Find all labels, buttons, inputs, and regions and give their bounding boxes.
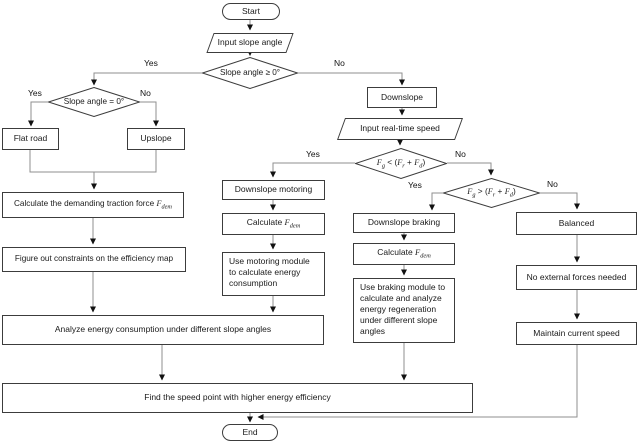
diamond-shape (202, 57, 298, 89)
edge-maintain-to-end (257, 345, 578, 420)
formula-subscript: r (492, 191, 496, 199)
input-slope-angle-io: Input slope angle (206, 33, 294, 53)
input-realtime-speed-io: Input real-time speed (336, 118, 464, 140)
formula-operator: + (495, 186, 505, 197)
formula-subscript: dem (289, 222, 301, 230)
edge-decision1-yes (91, 72, 202, 86)
formula-operator: > ( (475, 186, 488, 197)
downslope-label: Downslope (380, 91, 424, 102)
process-maintain-speed: Maintain current speed (516, 322, 637, 345)
diamond-shape (355, 148, 447, 179)
calc-fdem-motoring-label: Calculate Fdem (247, 217, 301, 231)
formula-subscript: d (509, 191, 513, 199)
decision-slope-angle-eq-0: Slope angle = 0° (48, 87, 140, 117)
edge-label-decision3-yes: Yes (306, 149, 320, 159)
process-calc-fdem-braking: Calculate Fdem (353, 243, 455, 265)
edge-decision3-yes (270, 162, 355, 178)
formula-symbol: F (487, 187, 493, 197)
edge-decision1-no (298, 72, 405, 86)
decision2-label: Slope angle = 0° (63, 96, 125, 106)
decision4-formula: Fg > (Fr + Fd) (467, 186, 515, 200)
decision3-formula: Fg < (Fr + Fd) (377, 157, 425, 171)
upslope-label: Upslope (140, 133, 172, 144)
calc-traction-text: Calculate the demanding traction force (14, 198, 157, 208)
process-figure-constraints: Figure out constraints on the efficiency… (2, 247, 186, 272)
process-calc-traction-force: Calculate the demanding traction force F… (2, 192, 184, 218)
formula-operator: < ( (385, 156, 398, 167)
diamond-shape (443, 178, 540, 208)
edge-decision3-no (447, 162, 494, 176)
decision-fg-gt-fr-fd: Fg > (Fr + Fd) (443, 178, 540, 208)
process-analyze-energy: Analyze energy consumption under differe… (2, 315, 324, 345)
analyze-energy-label: Analyze energy consumption under differe… (54, 324, 272, 335)
edge-decision4-yes (429, 192, 443, 211)
process-motoring-module: Use motoring module to calculate energy … (222, 252, 325, 296)
flat-road-label: Flat road (13, 133, 48, 144)
formula-symbol: F (397, 157, 403, 167)
decision1-label: Slope angle ≥ 0° (219, 67, 281, 77)
process-upslope: Upslope (127, 128, 185, 150)
formula-subscript: g (472, 191, 476, 199)
end-label: End (242, 426, 258, 437)
calc-fdem-braking-label: Calculate Fdem (377, 247, 431, 261)
motoring-module-label: Use motoring module to calculate energy … (229, 256, 310, 289)
formula-symbol: F (414, 157, 420, 167)
edge-label-decision2-no: No (140, 88, 151, 98)
calc-fdem-text: Calculate (377, 247, 416, 258)
balanced-label: Balanced (558, 217, 595, 228)
braking-module-label: Use braking module to calculate and anal… (360, 282, 446, 337)
process-downslope-braking: Downslope braking (353, 213, 455, 233)
formula-symbol: F (376, 157, 382, 167)
formula-close: ) (422, 156, 426, 167)
process-flat-road: Flat road (2, 128, 59, 150)
input-slope-angle-label: Input slope angle (217, 37, 283, 48)
edge-decision2-yes (28, 101, 48, 127)
edge-label-decision2-yes: Yes (28, 88, 42, 98)
formula-symbol: F (504, 187, 510, 197)
formula-symbol: F (467, 187, 473, 197)
edge-label-decision1-yes: Yes (144, 58, 158, 68)
formula-subscript: dem (161, 203, 172, 211)
edge-decision2-no (140, 101, 159, 127)
maintain-speed-label: Maintain current speed (533, 327, 620, 338)
edge-label-decision4-yes: Yes (408, 180, 422, 190)
process-no-external-forces: No external forces needed (516, 265, 637, 290)
decision-slope-angle-ge-0: Slope angle ≥ 0° (202, 57, 298, 89)
decision-fg-lt-fr-fd: Fg < (Fr + Fd) (355, 148, 447, 179)
find-speed-point-label: Find the speed point with higher energy … (144, 392, 331, 403)
edge-label-decision1-no: No (334, 58, 345, 68)
process-balanced: Balanced (516, 212, 637, 235)
process-downslope: Downslope (367, 87, 437, 108)
formula-subscript: r (402, 162, 405, 170)
process-calc-fdem-motoring: Calculate Fdem (222, 213, 325, 235)
formula-symbol: F (284, 217, 290, 228)
input-realtime-speed-label: Input real-time speed (360, 123, 440, 134)
start-terminal: Start (222, 3, 280, 20)
end-terminal: End (222, 424, 278, 441)
start-label: Start (242, 5, 260, 16)
downslope-motoring-label: Downslope motoring (234, 184, 313, 195)
edge-decision4-no (540, 192, 580, 210)
calc-traction-label: Calculate the demanding traction force F… (14, 199, 172, 212)
downslope-braking-label: Downslope braking (367, 217, 441, 228)
no-external-forces-label: No external forces needed (526, 271, 627, 282)
calc-fdem-text: Calculate (246, 217, 285, 228)
formula-subscript: g (381, 162, 385, 170)
formula-symbol: F (156, 198, 162, 208)
edge-merge-flat-upslope (29, 150, 157, 173)
formula-symbol: F (415, 247, 421, 258)
process-braking-module: Use braking module to calculate and anal… (353, 278, 455, 343)
edge-label-decision3-no: No (455, 149, 466, 159)
diamond-shape (48, 87, 140, 117)
formula-subscript: d (419, 162, 423, 170)
process-downslope-motoring: Downslope motoring (222, 180, 325, 200)
formula-subscript: dem (420, 252, 431, 260)
edge-label-decision4-no: No (547, 179, 558, 189)
formula-close: ) (512, 186, 516, 197)
process-find-speed-point: Find the speed point with higher energy … (2, 383, 473, 413)
formula-operator: + (404, 156, 415, 167)
figure-constraints-label: Figure out constraints on the efficiency… (14, 254, 174, 264)
